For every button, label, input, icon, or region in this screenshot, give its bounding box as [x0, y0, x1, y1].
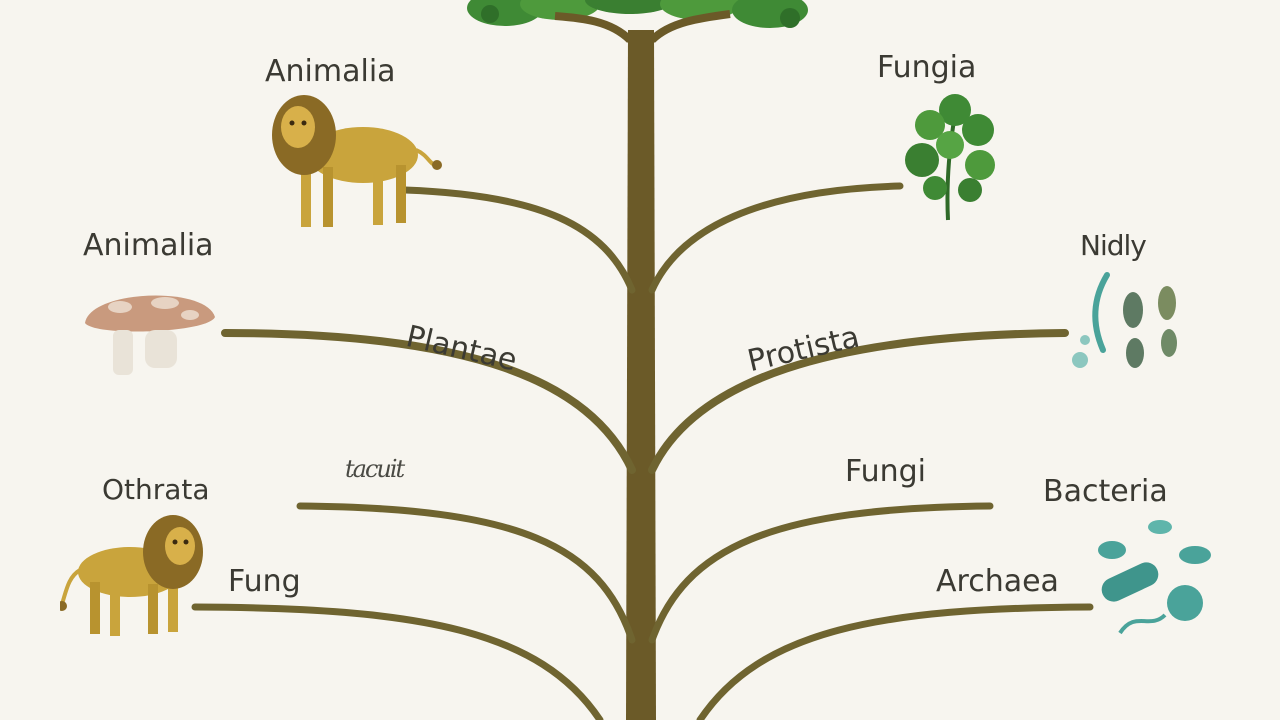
- tree-canopy-icon: [467, 0, 808, 28]
- label-fungi: Fungi: [845, 454, 927, 489]
- branch-protista: [648, 329, 1069, 474]
- tree-trunk: [626, 30, 656, 720]
- branch-scribble: [296, 502, 636, 644]
- label-fung: Fung: [228, 564, 301, 599]
- lion-icon: [60, 515, 203, 636]
- protist-cells-icon: [1072, 272, 1177, 368]
- lion-icon: [272, 95, 442, 227]
- branch-animalia-top: [401, 186, 636, 294]
- branch-fung: [191, 603, 604, 720]
- label-archaea: Archaea: [936, 564, 1059, 599]
- label-fungia: Fungia: [877, 50, 977, 85]
- plant-leaf-icon: [905, 94, 995, 221]
- mushroom-icon: [85, 295, 215, 375]
- label-scribble: tacuit: [345, 455, 405, 483]
- branch-archaea: [696, 603, 1094, 720]
- branch-fungia: [648, 182, 904, 294]
- label-nidly: Nidly: [1080, 229, 1147, 262]
- label-bacteria: Bacteria: [1043, 474, 1168, 509]
- label-animalia-top: Animalia: [265, 54, 396, 89]
- label-animalia-mid: Animalia: [83, 228, 214, 263]
- branch-fungi: [648, 502, 994, 644]
- branch-plantae: [221, 329, 636, 474]
- label-othrata: Othrata: [102, 473, 210, 506]
- bacteria-cells-icon: [1098, 520, 1211, 635]
